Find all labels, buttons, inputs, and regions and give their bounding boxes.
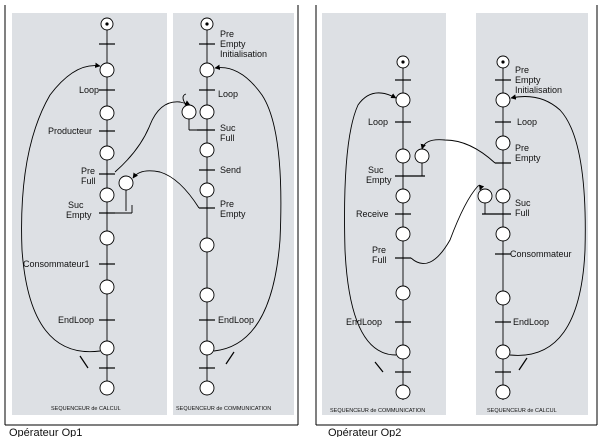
- sequencer-calcul: [21, 17, 134, 396]
- loop-back-transition: [518, 357, 528, 371]
- label-endloop: EndLoop: [346, 317, 382, 327]
- token: [205, 22, 209, 26]
- place: [99, 230, 115, 246]
- sequencer-communication: [344, 55, 430, 400]
- caption-operator-op1: Opérateur Op1: [9, 427, 82, 437]
- place: [99, 187, 115, 203]
- label-send: Send: [220, 165, 241, 175]
- buffer-place: [118, 175, 134, 191]
- sequencer-communication-column: [322, 13, 446, 415]
- place: [199, 340, 215, 356]
- label-consommateur1: Consommateur1: [23, 259, 90, 269]
- place: [395, 285, 411, 301]
- loop-back-arc: [213, 64, 282, 352]
- label-endloop: EndLoop: [218, 315, 254, 325]
- sequencer-communication: [181, 17, 282, 396]
- place: [99, 279, 115, 295]
- footer-sequencer-communication: SEQUENCEUR de COMMUNICATION: [330, 408, 425, 414]
- final-place: [199, 380, 215, 396]
- label-consommateur: Consommateur: [510, 249, 572, 259]
- place: [199, 182, 215, 198]
- label-loop: Loop: [368, 117, 388, 127]
- footer-sequencer-calcul: SEQUENCEUR de CALCUL: [487, 408, 557, 414]
- label-loop: Loop: [517, 117, 537, 127]
- loop-back-transition: [79, 355, 89, 369]
- place: [199, 142, 215, 158]
- loop-back-transition: [225, 351, 235, 365]
- label-endloop: EndLoop: [513, 317, 549, 327]
- place: [99, 340, 115, 356]
- footer-sequencer-calcul: SEQUENCEUR de CALCUL: [51, 406, 121, 412]
- cross-arc-pre-full-to-suc-full: [114, 100, 191, 173]
- cross-arc-pre-full-to-buffer: [410, 184, 485, 264]
- label-loop: Loop: [79, 85, 99, 95]
- cross-arc-pre-empty-to-buffer: [420, 139, 496, 164]
- loop-back-arc: [344, 92, 397, 356]
- place: [395, 148, 411, 164]
- loop-back-arc: [509, 94, 586, 356]
- label-producteur: Producteur: [48, 126, 92, 136]
- place: [495, 135, 511, 151]
- loop-back-arc: [21, 62, 101, 353]
- cross-arc-pre-empty-to-buffer: [132, 170, 200, 209]
- footer-sequencer-communication: SEQUENCEUR de COMMUNICATION: [176, 406, 271, 412]
- place: [395, 344, 411, 360]
- loop-back-transition: [374, 361, 384, 373]
- place: [395, 92, 411, 108]
- place: [495, 290, 511, 306]
- token: [105, 22, 109, 26]
- place: [99, 105, 115, 121]
- place: [395, 226, 411, 242]
- buffer-place: [477, 188, 493, 204]
- place: [99, 145, 115, 161]
- final-place: [395, 384, 411, 400]
- label-receive: Receive: [356, 209, 389, 219]
- token: [501, 60, 505, 64]
- sequencer-calcul: [477, 55, 586, 400]
- place: [199, 62, 215, 78]
- label-loop: Loop: [218, 89, 238, 99]
- sequencer-calcul-column: [12, 13, 167, 415]
- buffer-place: [181, 104, 197, 120]
- place: [199, 104, 215, 120]
- place: [495, 188, 511, 204]
- place: [395, 188, 411, 204]
- final-place: [495, 384, 511, 400]
- place: [495, 344, 511, 360]
- place: [495, 92, 511, 108]
- place: [495, 226, 511, 242]
- cross-arc-hook: [182, 93, 187, 106]
- caption-operator-op2: Opérateur Op2: [328, 427, 401, 437]
- place: [199, 237, 215, 253]
- sequencer-communication-column: [173, 13, 294, 415]
- place: [99, 62, 115, 78]
- buffer-place: [414, 148, 430, 164]
- token: [401, 60, 405, 64]
- label-endloop: EndLoop: [58, 315, 94, 325]
- final-place: [99, 380, 115, 396]
- place: [199, 287, 215, 303]
